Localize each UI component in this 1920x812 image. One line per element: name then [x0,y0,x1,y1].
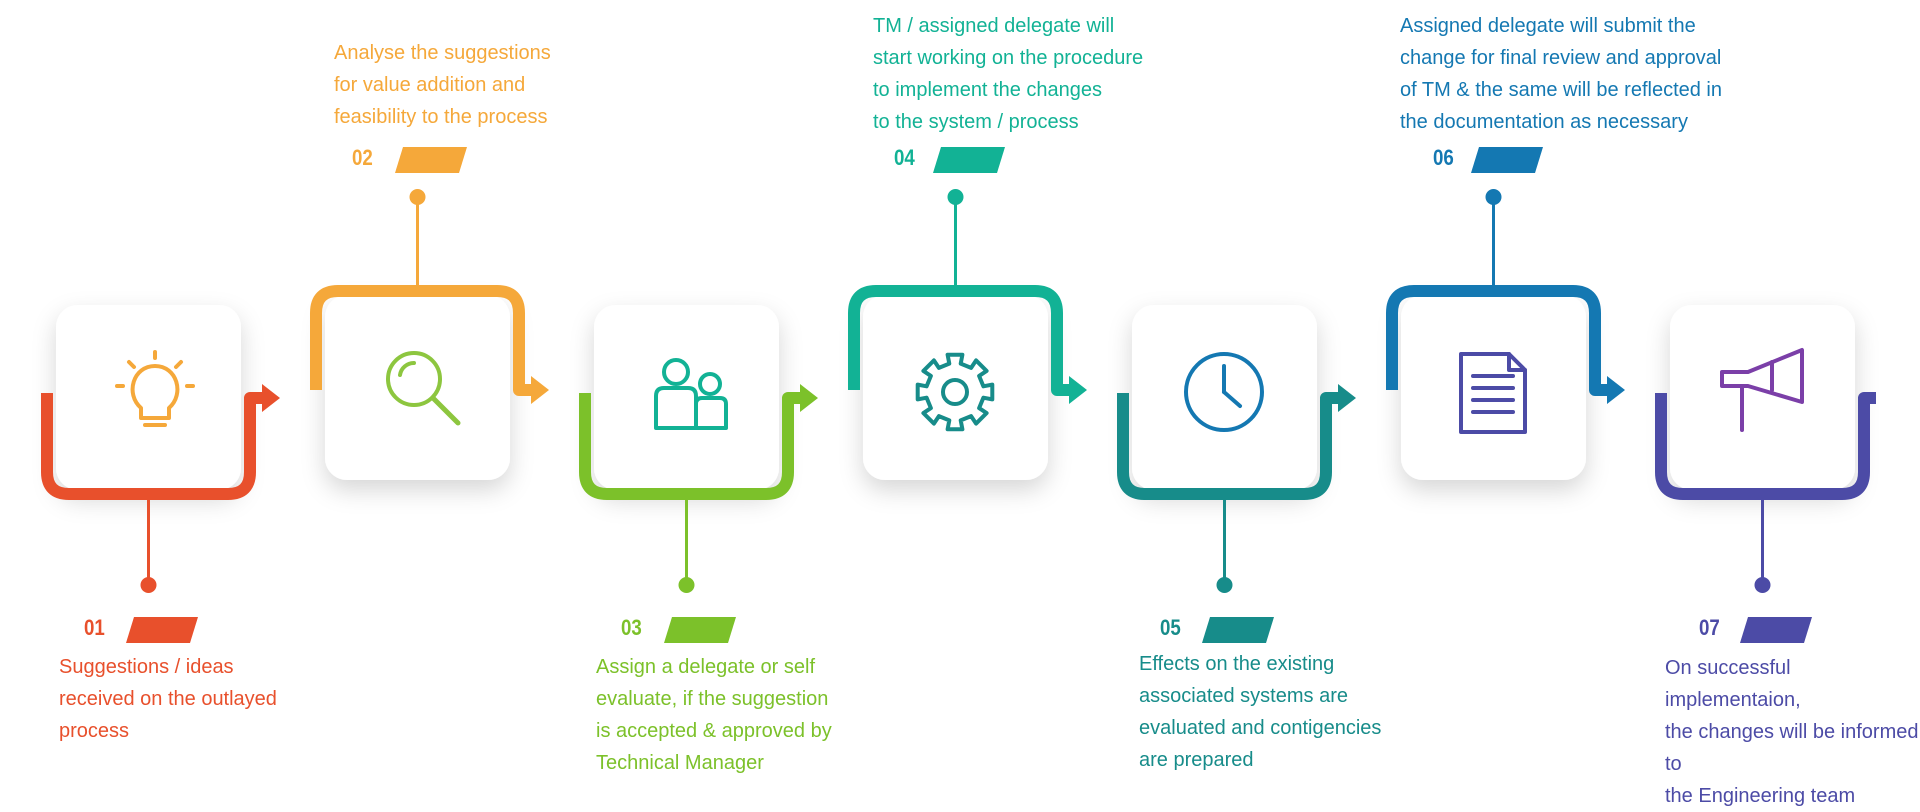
step-03-tab [664,617,736,643]
step-02-dot [409,189,426,205]
step-06-dot [1485,189,1502,205]
megaphone-horn [1720,348,1804,404]
step-03-dot [678,577,695,593]
step-01-number: 01 [84,615,105,640]
step-07-tab [1740,617,1812,643]
people-icon [654,358,728,430]
step-07-number: 07 [1699,615,1720,640]
step-06-bracket [1386,285,1607,396]
step-04-bracket [848,285,1069,396]
document-fold [1507,352,1527,372]
step-02-text: Analyse the suggestions for value additi… [334,42,551,128]
step-03-text: Assign a delegate or self evaluate, if t… [596,656,832,774]
step-07-bracket [1655,392,1876,500]
step-07-text: On successful implementaion, the changes… [1665,657,1919,807]
person-1-body [654,386,698,430]
gear-hub [941,378,969,406]
step-06-tab [1471,147,1543,173]
magnifier-lens [386,351,442,407]
lightbulb-icon [115,350,195,427]
step-04-tab [933,147,1005,173]
magnifier-icon [386,351,461,426]
bulb-glass [130,364,180,420]
step-01-card [56,305,241,490]
step-02-tab [395,147,467,173]
step-03-card [594,305,779,490]
step-06-number: 06 [1433,145,1454,170]
document-page [1459,352,1527,434]
step-05-text: Effects on the existing associated syste… [1139,653,1382,771]
step-04-number: 04 [894,145,915,170]
step-02-group [310,147,549,480]
step-02-bracket [310,285,531,396]
step-07-dot [1754,577,1771,593]
person-2-body [694,396,728,430]
step-05-number: 05 [1160,615,1181,640]
step-05-arrow [1338,384,1356,412]
clock-icon [1184,352,1264,432]
step-06-arrow [1607,376,1625,404]
gear-teeth [915,352,995,432]
step-04-card [863,295,1048,480]
step-03-number: 03 [621,615,642,640]
bulb-ray-2 [174,360,183,369]
step-07-card [1670,305,1855,490]
bulb-ray-1 [127,360,136,369]
magnifier-glint [398,360,416,377]
step-05-card [1132,305,1317,490]
step-06-text: Assigned delegate will submit the change… [1400,15,1722,133]
diagram-canvas [41,147,1876,643]
step-05-bracket [1117,392,1338,500]
process-diagram: 01 Suggestions / ideas received on the o… [41,15,1918,807]
step-01-tab [126,617,198,643]
step-04-arrow [1069,376,1087,404]
document-icon [1459,352,1527,434]
step-03-group [579,305,818,643]
step-03-bracket [579,392,800,500]
step-05-group [1117,305,1356,643]
step-07-group [1655,305,1876,643]
step-04-text: TM / assigned delegate will start workin… [873,15,1144,133]
magnifier-handle [430,395,461,426]
step-03-arrow [800,384,818,412]
step-04-dot [947,189,964,205]
clock-hand-hour [1222,390,1242,408]
step-01-bracket [41,392,262,500]
step-05-tab [1202,617,1274,643]
megaphone-icon [1720,348,1804,432]
step-01-text: Suggestions / ideas received on the outl… [59,656,277,742]
person-2-head [698,372,722,396]
step-02-card [325,295,510,480]
gear-icon [915,352,995,432]
step-01-arrow [262,384,280,412]
clock-face [1184,352,1264,432]
step-01-group [41,305,280,643]
step-04-group [848,147,1087,480]
step-02-number: 02 [352,145,373,170]
step-05-dot [1216,577,1233,593]
step-01-dot [140,577,157,593]
person-1-head [662,358,690,386]
step-02-arrow [531,376,549,404]
